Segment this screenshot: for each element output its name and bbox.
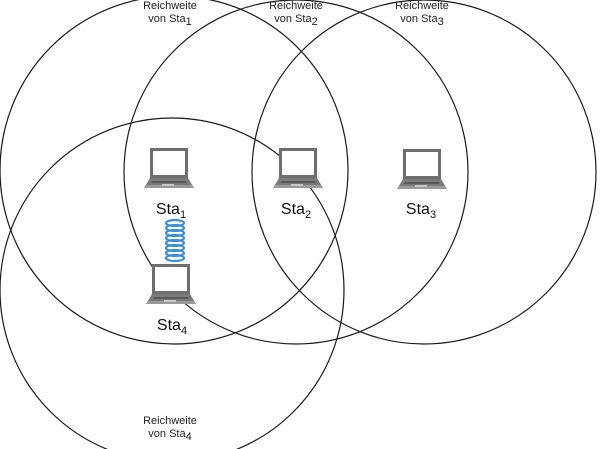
station-sub: 1	[180, 209, 186, 221]
laptop-icon	[144, 148, 194, 188]
range-label-sta3: Reichweite von Sta3	[395, 0, 449, 28]
range-label-sta1: Reichweite von Sta1	[143, 0, 197, 28]
station-name: Sta	[157, 317, 181, 334]
range-label-line1: Reichweite	[143, 0, 197, 12]
range-label-line2: von Sta	[274, 13, 312, 25]
laptop-icon	[397, 149, 447, 189]
range-circle-sta4	[0, 117, 345, 449]
station-name: Sta	[406, 201, 430, 218]
svg-text:Sta3: Sta3	[406, 201, 436, 221]
range-label-line2: von Sta	[148, 428, 186, 440]
station-name: Sta	[156, 201, 180, 218]
range-label-line1: Reichweite	[395, 0, 449, 12]
range-label-sub: 1	[186, 16, 192, 28]
svg-text:von Sta3: von Sta3	[400, 13, 443, 28]
svg-text:von Sta2: von Sta2	[274, 13, 317, 28]
svg-text:von Sta4: von Sta4	[148, 428, 191, 443]
svg-text:Sta1: Sta1	[156, 201, 186, 221]
station-sub: 2	[305, 209, 311, 221]
station-sub: 3	[430, 209, 436, 221]
svg-text:von Sta1: von Sta1	[148, 13, 191, 28]
range-circle-sta3	[251, 0, 597, 345]
station-sta3: Sta3	[397, 149, 447, 221]
range-circle-sta2	[123, 0, 469, 345]
laptop-icon	[273, 148, 323, 188]
range-label-sta2: Reichweite von Sta2	[269, 0, 323, 28]
range-label-line2: von Sta	[400, 13, 438, 25]
range-label-line1: Reichweite	[269, 0, 323, 12]
range-label-sta4: Reichweite von Sta4	[143, 415, 197, 443]
range-label-sub: 3	[438, 16, 444, 28]
svg-text:Sta2: Sta2	[281, 201, 311, 221]
coil-link-icon	[164, 218, 186, 263]
range-label-line1: Reichweite	[143, 415, 197, 427]
range-circle-sta1	[0, 0, 349, 345]
range-label-line2: von Sta	[148, 13, 186, 25]
station-sub: 4	[181, 325, 187, 337]
range-label-sub: 4	[186, 431, 192, 443]
station-sta4: Sta4	[146, 264, 196, 337]
svg-text:Sta4: Sta4	[157, 317, 187, 337]
laptop-icon	[146, 264, 196, 304]
range-label-sub: 2	[312, 16, 318, 28]
station-sta1: Sta1	[144, 148, 194, 221]
station-sta2: Sta2	[273, 148, 323, 221]
station-name: Sta	[281, 201, 305, 218]
